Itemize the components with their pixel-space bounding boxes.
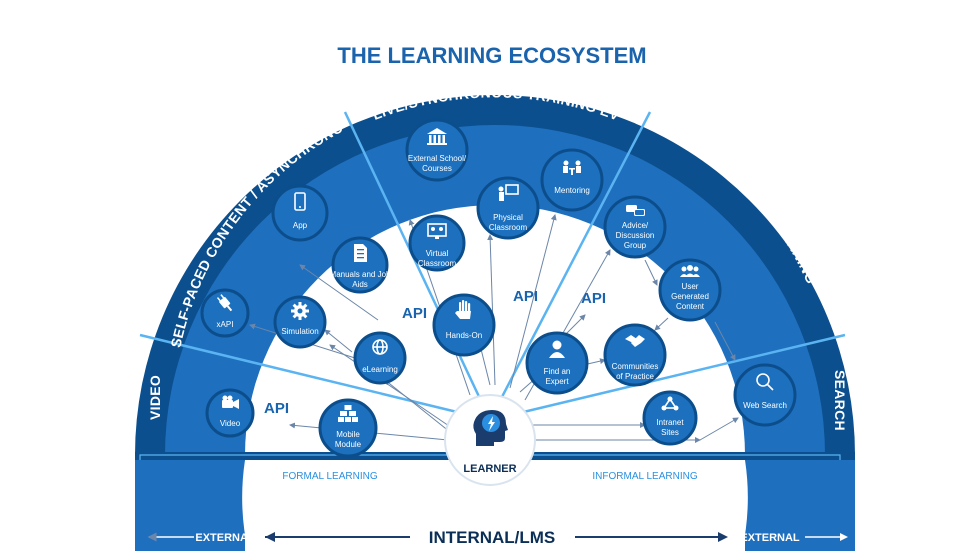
node-manuals-label-1: Manuals and Job	[330, 270, 391, 279]
person-icon	[549, 340, 565, 358]
node-intranet-sites[interactable]: Intranet Sites	[642, 390, 698, 446]
node-web-search-label: Web Search	[743, 401, 787, 410]
node-manuals-label-2: Aids	[352, 280, 368, 289]
node-user-generated-content[interactable]: User Generated Content	[658, 258, 722, 322]
node-hands-on-label: Hands-On	[446, 331, 482, 340]
globe-icon	[372, 339, 388, 355]
internal-lms-label: INTERNAL/LMS	[429, 528, 556, 547]
internal-lms: INTERNAL/LMS	[265, 528, 728, 547]
node-intranet-label-1: Intranet	[656, 418, 684, 427]
node-communities-of-practice[interactable]: Communities of Practice	[603, 323, 667, 387]
blocks-icon	[338, 405, 358, 422]
node-app-label: App	[293, 221, 308, 230]
node-mobile-module[interactable]: Mobile Module	[318, 398, 378, 458]
external-left: EXTERNAL	[147, 532, 255, 544]
node-find-expert[interactable]: Find an Expert	[525, 331, 589, 395]
node-external-school[interactable]: External School/ Courses	[405, 118, 469, 182]
node-advice-discussion[interactable]: Advice/ Discussion Group	[603, 195, 667, 259]
sector-dividers	[139, 111, 846, 422]
node-advice-label-2: Discussion	[616, 231, 655, 240]
node-cop-label-2: of Practice	[616, 372, 654, 381]
node-advice-label-1: Advice/	[622, 221, 649, 230]
node-physical-classroom[interactable]: Physical Classroom	[476, 176, 540, 240]
node-physical-label-2: Classroom	[489, 223, 528, 232]
people-group-icon	[680, 265, 700, 277]
external-left-label: EXTERNAL	[195, 532, 255, 544]
meeting-icon	[563, 160, 581, 175]
node-cop-label-1: Communities	[612, 362, 659, 371]
node-web-search[interactable]: Web Search	[733, 363, 797, 427]
formal-learning-label: FORMAL LEARNING	[282, 471, 377, 482]
node-elearning[interactable]: eLearning	[353, 331, 407, 385]
node-elearning-label: eLearning	[362, 365, 398, 374]
api-label-video: API	[264, 400, 289, 417]
node-manuals[interactable]: Manuals and Job Aids	[330, 236, 391, 294]
api-label-live: API	[513, 288, 538, 305]
node-advice-label-3: Group	[624, 241, 647, 250]
node-mentoring-label: Mentoring	[554, 186, 590, 195]
node-mobile-label-1: Mobile	[336, 430, 360, 439]
lower-band-right	[742, 460, 855, 551]
informal-learning-label: INFORMAL LEARNING	[592, 471, 697, 482]
document-icon	[354, 244, 367, 262]
node-xapi[interactable]: xAPI	[200, 288, 250, 338]
node-virtual-label-2: Classroom	[418, 259, 457, 268]
node-video[interactable]: Video	[205, 388, 255, 438]
node-virtual-classroom[interactable]: Virtual Classroom	[408, 214, 466, 272]
node-simulation[interactable]: Simulation	[273, 295, 327, 349]
lower-band	[135, 460, 248, 551]
node-mobile-label-2: Module	[335, 440, 362, 449]
sector-label-video: VIDEO	[147, 375, 163, 420]
node-app[interactable]: App	[271, 184, 329, 242]
hand-icon	[455, 300, 471, 319]
network-icon	[661, 396, 679, 411]
smartphone-icon	[294, 192, 306, 211]
node-mentoring[interactable]: Mentoring	[540, 148, 604, 212]
node-ugc-label-2: Generated	[671, 292, 709, 301]
chat-bubbles-icon	[626, 205, 645, 216]
node-external-school-label-2: Courses	[422, 164, 452, 173]
node-xapi-label: xAPI	[217, 320, 234, 329]
monitor-icon	[427, 223, 447, 239]
external-right: EXTERNAL	[740, 532, 848, 544]
presenter-icon	[498, 184, 519, 201]
video-camera-icon	[222, 395, 239, 409]
learner-label: LEARNER	[463, 463, 516, 475]
api-label-formal: API	[402, 305, 427, 322]
learner-center[interactable]: LEARNER	[444, 394, 536, 486]
node-ugc-label-3: Content	[676, 302, 705, 311]
handshake-icon	[625, 335, 645, 347]
node-simulation-label: Simulation	[281, 327, 318, 336]
building-icon	[427, 128, 447, 145]
node-hands-on[interactable]: Hands-On	[432, 293, 496, 357]
external-right-label: EXTERNAL	[740, 532, 800, 544]
node-external-school-label-1: External School/	[408, 154, 467, 163]
sector-label-search: SEARCH	[832, 370, 848, 431]
node-physical-label-1: Physical	[493, 213, 523, 222]
node-expert-label-2: Expert	[545, 377, 569, 386]
node-intranet-label-2: Sites	[661, 428, 679, 437]
learner-head-icon	[473, 410, 508, 446]
diagram-title: THE LEARNING ECOSYSTEM	[337, 43, 646, 68]
plug-icon	[216, 294, 233, 312]
node-ugc-label-1: User	[682, 282, 699, 291]
node-video-label: Video	[220, 419, 241, 428]
node-virtual-label-1: Virtual	[426, 249, 449, 258]
magnifier-icon	[756, 373, 774, 391]
node-expert-label-1: Find an	[544, 367, 571, 376]
gear-icon	[291, 302, 309, 320]
api-label-social: API	[581, 290, 606, 307]
